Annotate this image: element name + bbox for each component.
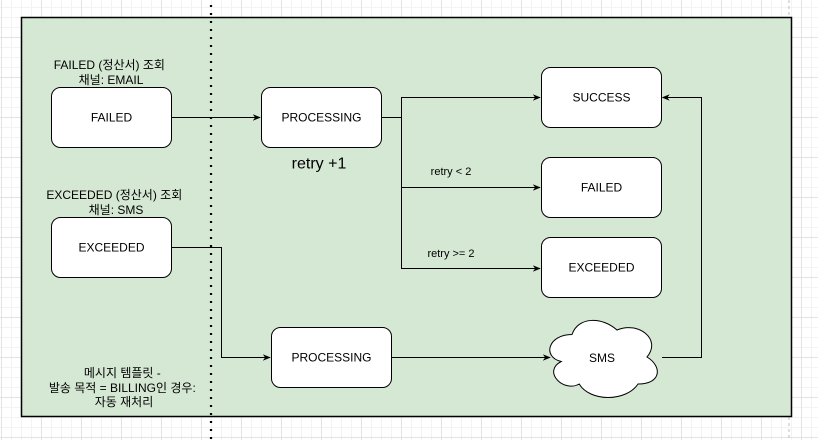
auto-retry-note[interactable]: 메시지 템플릿 - 발송 목적 = BILLING인 경우: 자동 재처리 xyxy=(49,366,199,409)
annotation-line: FAILED (정산서) 조회 xyxy=(54,58,165,72)
edge-exceeded-to-processing[interactable] xyxy=(171,247,271,361)
annotation-line: 채널: EMAIL xyxy=(79,73,144,87)
node-shape[interactable] xyxy=(541,67,662,128)
node-label: FAILED xyxy=(581,181,623,195)
node-shape[interactable] xyxy=(261,87,382,148)
node-sms-gateway[interactable]: SMS xyxy=(549,319,658,398)
node-success[interactable]: SUCCESS xyxy=(541,67,662,128)
cloud-shape[interactable] xyxy=(549,319,658,398)
annotation-line: 자동 재처리 xyxy=(95,395,154,409)
retry-increment-label[interactable]: retry +1 xyxy=(292,156,347,173)
node-shape[interactable] xyxy=(541,237,662,298)
node-label: EXCEEDED xyxy=(78,241,144,255)
node-failed-target[interactable]: FAILED xyxy=(541,157,662,218)
exceeded-query-annotation[interactable]: EXCEEDED (정산서) 조회 채널: SMS xyxy=(46,188,185,217)
annotation-line: 채널: SMS xyxy=(89,203,144,217)
node-label: FAILED xyxy=(91,111,133,125)
edge-processing-to-success[interactable] xyxy=(381,94,541,118)
node-label: EXCEEDED xyxy=(568,261,634,275)
node-shape[interactable] xyxy=(51,217,172,278)
node-shape[interactable] xyxy=(51,87,172,148)
edge-label-retry-lt-2[interactable]: retry < 2 xyxy=(431,166,472,178)
failed-query-annotation[interactable]: FAILED (정산서) 조회 채널: EMAIL xyxy=(54,58,169,87)
node-label: SMS xyxy=(589,351,615,365)
edge-sms-to-success[interactable] xyxy=(661,94,702,358)
edge-label-retry-gte-2[interactable]: retry >= 2 xyxy=(427,248,474,260)
annotation-line: 메시지 템플릿 - xyxy=(84,366,161,380)
node-processing-sms[interactable]: PROCESSING xyxy=(271,327,392,388)
node-exceeded-source[interactable]: EXCEEDED xyxy=(51,217,172,278)
node-label: SUCCESS xyxy=(572,91,630,105)
annotation-line: 발송 목적 = BILLING인 경우: xyxy=(49,381,196,395)
node-exceeded-target[interactable]: EXCEEDED xyxy=(541,237,662,298)
node-processing-email[interactable]: PROCESSING xyxy=(261,87,382,148)
node-label: PROCESSING xyxy=(281,111,361,125)
edge-processing-to-exceeded[interactable] xyxy=(401,187,541,272)
node-shape[interactable] xyxy=(541,157,662,218)
node-shape[interactable] xyxy=(271,327,392,388)
node-failed-source[interactable]: FAILED xyxy=(51,87,172,148)
node-label: PROCESSING xyxy=(291,351,371,365)
annotation-line: EXCEEDED (정산서) 조회 xyxy=(46,188,182,202)
